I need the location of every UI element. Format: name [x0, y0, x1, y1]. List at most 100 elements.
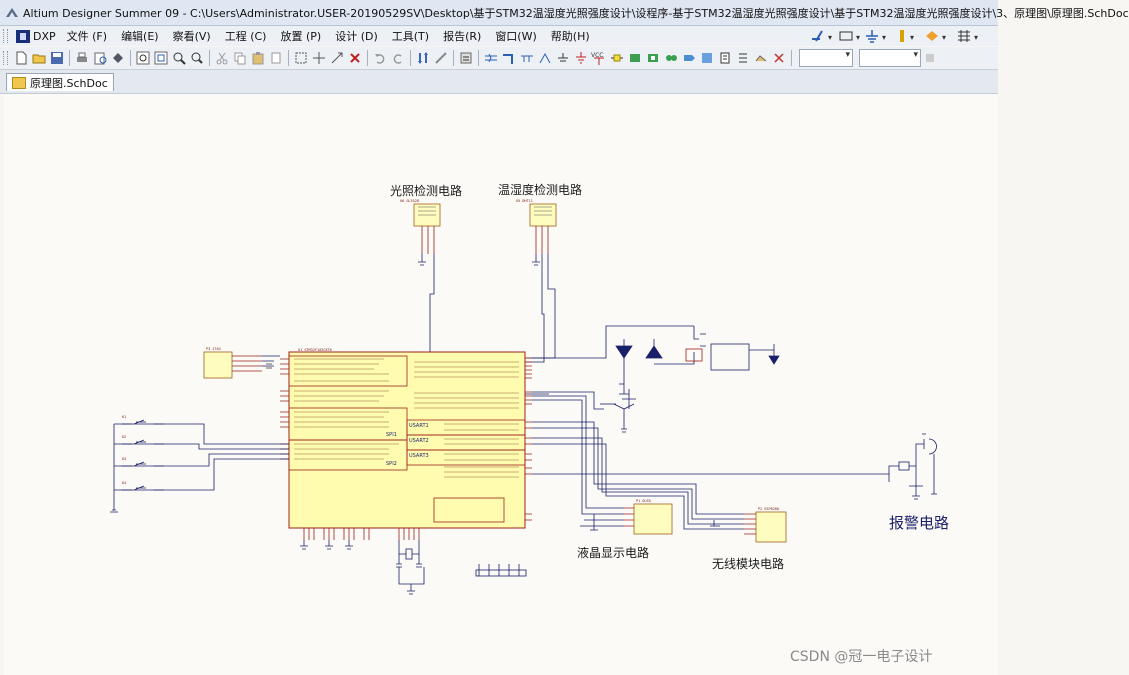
key-buttons [110, 419, 289, 513]
library-icon[interactable] [110, 50, 126, 66]
zoom-area-icon[interactable] [153, 50, 169, 66]
block-usart2: USART2 [409, 438, 429, 444]
paste-icon[interactable] [250, 50, 266, 66]
undo-icon[interactable] [372, 50, 388, 66]
filter-combo-1[interactable] [799, 49, 853, 67]
rubber-stamp-icon[interactable] [268, 50, 284, 66]
place-gnd-power-icon[interactable] [573, 50, 589, 66]
jtag-connector [203, 351, 280, 379]
light-sensor-connector [413, 203, 549, 395]
cross-probe-icon[interactable] [433, 50, 449, 66]
svg-text:▾: ▾ [856, 33, 860, 42]
place-gnd-icon[interactable] [555, 50, 571, 66]
cut-icon[interactable] [214, 50, 230, 66]
place-sheet-entry-icon[interactable] [645, 50, 661, 66]
menu-view[interactable]: 察看(V) [172, 30, 211, 43]
redo-icon[interactable] [390, 50, 406, 66]
menu-reports[interactable]: 报告(R) [443, 30, 482, 43]
toolbar-grip[interactable] [3, 29, 8, 43]
place-device-sheet-icon[interactable] [663, 50, 679, 66]
menu-edit[interactable]: 编辑(E) [121, 30, 159, 43]
toolbar-separator [367, 50, 368, 66]
main-toolbar: VCC [0, 47, 998, 70]
crystal-circuit [300, 540, 425, 595]
label-lcd-circuit: 液晶显示电路 [577, 546, 650, 560]
schematic-canvas[interactable]: U6 GL5528 U5 DHT11 U1 STM32F103C8T6 P3 J… [4, 94, 998, 675]
place-text-frame-icon[interactable] [735, 50, 751, 66]
filter-combo-2[interactable] [859, 49, 921, 67]
menu-design[interactable]: 设计 (D) [335, 30, 378, 43]
stm32-mcu-symbol [280, 351, 532, 540]
move-icon[interactable] [311, 50, 327, 66]
select-area-icon[interactable] [293, 50, 309, 66]
hierarchy-icon[interactable] [415, 50, 431, 66]
svg-text:P2 ESP8266: P2 ESP8266 [758, 507, 779, 511]
svg-text:K4: K4 [122, 481, 126, 485]
boot-resistors [475, 564, 527, 577]
browse-library-icon[interactable] [458, 50, 474, 66]
deselect-icon[interactable] [329, 50, 345, 66]
print-icon[interactable] [74, 50, 90, 66]
open-folder-icon[interactable] [31, 50, 47, 66]
label-wireless-circuit: 无线模块电路 [712, 557, 785, 571]
title-bar: Altium Designer Summer 09 - C:\Users\Adm… [0, 0, 1129, 26]
svg-text:U6 GL5528: U6 GL5528 [400, 199, 419, 203]
toolbar-grip-2[interactable] [3, 51, 8, 65]
svg-text:▾: ▾ [974, 33, 978, 42]
menu-file[interactable]: 文件 (F) [66, 30, 108, 43]
place-part-icon[interactable] [609, 50, 625, 66]
alarm-buzzer-circuit [532, 433, 937, 500]
place-no-erc-icon[interactable] [699, 50, 715, 66]
place-directive-icon[interactable] [717, 50, 733, 66]
menu-dxp-label: DXP [33, 29, 56, 43]
menu-dxp[interactable]: DXP [12, 29, 60, 43]
led-relay-circuit [532, 325, 780, 433]
toolbar-separator [478, 50, 479, 66]
zoom-fit-icon[interactable] [135, 50, 151, 66]
block-usart3: USART3 [409, 453, 429, 459]
place-bus-entry-icon[interactable] [519, 50, 535, 66]
menu-window[interactable]: 窗口(W) [495, 30, 537, 43]
svg-text:U1 STM32F103C8T6: U1 STM32F103C8T6 [298, 348, 332, 352]
vcc-label: VCC [591, 52, 603, 59]
schematic-doc-icon [12, 76, 26, 89]
place-image-icon[interactable] [753, 50, 769, 66]
save-icon[interactable] [49, 50, 65, 66]
schematic-drawing: U6 GL5528 U5 DHT11 U1 STM32F103C8T6 P3 J… [110, 199, 937, 595]
zoom-selected-icon[interactable] [171, 50, 187, 66]
print-preview-icon[interactable] [92, 50, 108, 66]
svg-text:▾: ▾ [882, 33, 886, 42]
menu-bar: DXP 文件 (F) 编辑(E) 察看(V) 工程 (C) 放置 (P) 设计 … [0, 26, 998, 46]
toolbar-separator [410, 50, 411, 66]
place-wire-icon[interactable] [483, 50, 499, 66]
dxp-logo-icon [16, 29, 30, 43]
menu-tools[interactable]: 工具(T) [391, 30, 430, 43]
svg-text:K3: K3 [122, 457, 126, 461]
altium-app-icon [6, 7, 18, 17]
svg-text:▾: ▾ [942, 33, 946, 42]
place-sheet-symbol-icon[interactable] [627, 50, 643, 66]
place-port-icon[interactable] [681, 50, 697, 66]
svg-text:▾: ▾ [910, 33, 914, 42]
copy-icon[interactable] [232, 50, 248, 66]
menu-help[interactable]: 帮助(H) [550, 30, 590, 43]
menu-place[interactable]: 放置 (P) [280, 30, 322, 43]
filter-clear-icon[interactable] [922, 50, 938, 66]
place-vcc-icon[interactable]: VCC [591, 50, 607, 66]
tab-schematic-doc[interactable]: 原理图.SchDoc [6, 73, 114, 91]
document-tab-strip: 原理图.SchDoc [0, 70, 998, 94]
new-doc-icon[interactable] [13, 50, 29, 66]
place-bus-icon[interactable] [501, 50, 517, 66]
clear-filter-icon[interactable] [347, 50, 363, 66]
menu-project[interactable]: 工程 (C) [224, 30, 267, 43]
svg-text:U5 DHT11: U5 DHT11 [516, 199, 533, 203]
place-net-label-icon[interactable] [537, 50, 553, 66]
svg-text:P1 OLED: P1 OLED [636, 499, 651, 503]
toolbar-separator [288, 50, 289, 66]
block-spi2: SPI2 [386, 461, 397, 467]
wiring-tool-icons[interactable]: ▾ ▾ ▾ ▾ ▾ ▾ [808, 27, 998, 45]
wiring-tools-right: ▾ ▾ ▾ ▾ ▾ ▾ [808, 26, 998, 46]
delete-icon[interactable] [771, 50, 787, 66]
zoom-dropdown-icon[interactable] [189, 50, 205, 66]
toolbar-separator [453, 50, 454, 66]
